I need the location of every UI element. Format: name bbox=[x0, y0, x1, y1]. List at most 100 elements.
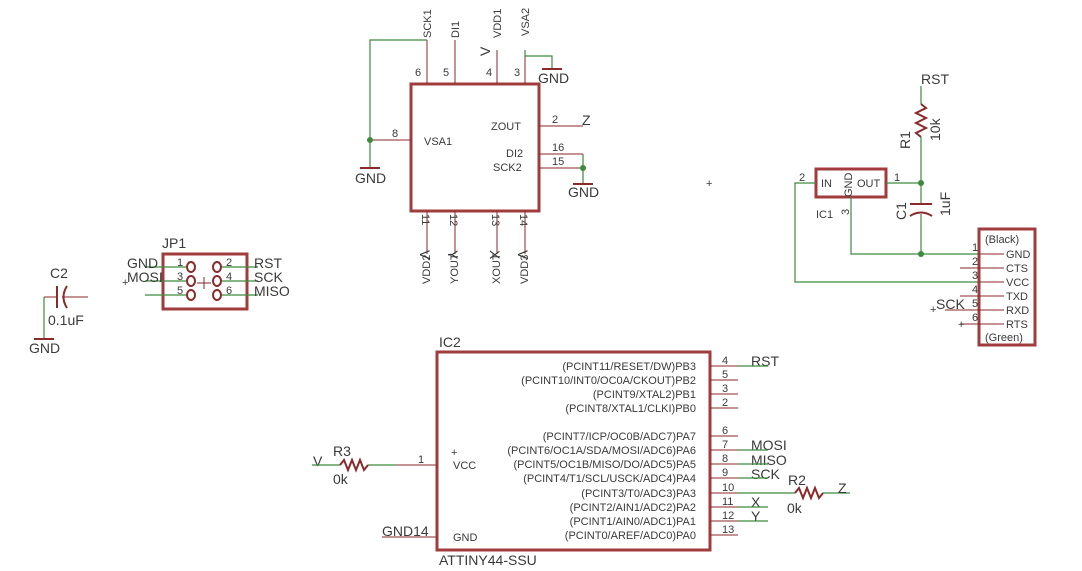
vsa1-gnd-net bbox=[369, 39, 427, 167]
ic2-gnd14-label: GND14 bbox=[382, 523, 429, 539]
ftdi-pin-num-6: 6 bbox=[972, 312, 978, 324]
gnd-net bbox=[850, 197, 980, 255]
vsa1-net-vsa2: VSA2 bbox=[520, 8, 532, 36]
jp1-header[interactable]: JP1 1 2 3 4 5 6 GND MOSI + RST SCK MISO bbox=[122, 235, 290, 311]
vsa1-pin-num-8: 8 bbox=[392, 128, 398, 140]
ftdi-plus-mark-2: + bbox=[958, 319, 964, 331]
vsa1-pin-num-2: 2 bbox=[552, 114, 558, 126]
ic2-name: IC2 bbox=[439, 334, 461, 350]
ic2-pin-number: 12 bbox=[722, 510, 734, 522]
ic2-gnd-label: GND bbox=[453, 532, 478, 544]
jp1-pin-num-4: 4 bbox=[226, 271, 232, 283]
vsa1-pin-num-16: 16 bbox=[552, 142, 564, 154]
ftdi-connector-body[interactable] bbox=[977, 227, 1037, 347]
r2-z-label: Z bbox=[838, 480, 847, 496]
vsa1-gnd-label-left: GND bbox=[355, 170, 386, 186]
ic2-pin-label: (PCINT9/XTAL2)PB1 bbox=[593, 389, 696, 401]
ic2-vcc-label: VCC bbox=[453, 460, 476, 472]
r2-name: R2 bbox=[788, 472, 806, 488]
jp1-pin-num-2: 2 bbox=[226, 257, 232, 269]
ic2-pin-label: (PCINT2/AIN1/ADC2)PA2 bbox=[570, 502, 696, 514]
vsa1-body[interactable] bbox=[409, 82, 541, 213]
ic2-rst-label: RST bbox=[751, 353, 779, 369]
r3-v-label: V bbox=[313, 453, 323, 469]
jp1-mosi-label: MOSI bbox=[127, 269, 163, 285]
ic1-out-label: OUT bbox=[857, 178, 881, 190]
vsa1-pin-num-6: 6 bbox=[415, 67, 421, 79]
c2-component[interactable]: C2 0.1uF GND bbox=[29, 265, 88, 356]
vcc-net bbox=[794, 182, 980, 283]
ic2-pin-num-1: 1 bbox=[418, 454, 424, 466]
ic2-component[interactable]: IC2 ATTINY44-SSU VCC GND + 1 GND14 (PCIN… bbox=[382, 334, 787, 568]
jp1-pin-pads bbox=[186, 261, 222, 301]
ftdi-sck-label: SCK bbox=[936, 296, 965, 312]
ic2-mosi-label: MOSI bbox=[751, 437, 787, 453]
ic2-pin-number: 10 bbox=[722, 482, 734, 494]
ftdi-label-vcc: VCC bbox=[1006, 277, 1029, 289]
r3-component[interactable]: V R3 0k bbox=[312, 443, 396, 487]
ic2-pin-number: 7 bbox=[722, 439, 728, 451]
ic2-pin-label: (PCINT7/ICP/OC0B/ADC7)PA7 bbox=[543, 431, 696, 443]
ftdi-pin-num-3: 3 bbox=[972, 270, 978, 282]
ic2-pin-label: (PCINT4/T1/SCL/USCK/ADC4)PA4 bbox=[523, 473, 696, 485]
c2-gnd-label: GND bbox=[29, 340, 60, 356]
ic2-pin-number: 13 bbox=[722, 524, 734, 536]
vsa1-gnd-label-right: GND bbox=[568, 184, 599, 200]
vsa1-di2-label: DI2 bbox=[506, 148, 523, 160]
r2-resistor[interactable] bbox=[794, 485, 824, 501]
jp1-gnd-label: GND bbox=[127, 255, 158, 271]
ic2-part: ATTINY44-SSU bbox=[439, 552, 537, 568]
vsa1-pin-num-14: 14 bbox=[517, 214, 529, 226]
vsa1-pin-num-3: 3 bbox=[514, 67, 520, 79]
vsa1-pin-num-11: 11 bbox=[419, 214, 431, 225]
vsa1-x-symbol: X bbox=[487, 250, 503, 260]
jp1-name: JP1 bbox=[162, 235, 186, 251]
ic2-pin-label: (PCINT5/OC1B/MISO/DO/ADC5)PA5 bbox=[513, 459, 696, 471]
ic2-pin-number: 4 bbox=[722, 355, 728, 367]
ftdi-pin-num-5: 5 bbox=[972, 298, 978, 310]
ic2-pin-label: (PCINT11/RESET/DW)PB3 bbox=[562, 361, 696, 373]
jp1-pin-num-5: 5 bbox=[177, 285, 183, 297]
ic2-pin-number: 11 bbox=[722, 496, 733, 508]
r2-component[interactable]: R2 0k Z bbox=[738, 472, 850, 516]
vsa1-net-sck1: SCK1 bbox=[422, 9, 434, 38]
jp1-plus-mark: + bbox=[122, 277, 128, 289]
vsa1-component[interactable]: VSA1 ZOUT DI2 SCK2 6 5 4 3 SCK1 DI1 VDD1… bbox=[355, 8, 599, 284]
ftdi-pin-num-4: 4 bbox=[972, 284, 978, 296]
ic2-plus-mark: + bbox=[451, 447, 457, 459]
c1-name: C1 bbox=[893, 202, 909, 220]
vsa1-v-symbol: V bbox=[477, 46, 493, 56]
ic2-pin-label: (PCINT8/XTAL1/CLKI)PB0 bbox=[565, 403, 696, 415]
vsa1-net-vdd1: VDD1 bbox=[492, 9, 504, 38]
jp1-pin-num-3: 3 bbox=[177, 271, 183, 283]
jp1-rst-label: RST bbox=[254, 255, 282, 271]
ic2-pin-number: 5 bbox=[722, 369, 728, 381]
ftdi-connector[interactable]: (Black) (Green) GND CTS VCC TXD RXD RTS … bbox=[930, 227, 1037, 347]
ic2-sck-label: SCK bbox=[751, 466, 780, 482]
ic1-name: IC1 bbox=[816, 209, 833, 221]
ftdi-plus-mark: + bbox=[930, 304, 936, 316]
vsa1-sck2-label: SCK2 bbox=[493, 162, 522, 174]
ftdi-top-label: (Black) bbox=[985, 234, 1019, 246]
c2-value: 0.1uF bbox=[48, 312, 84, 328]
regulator-section[interactable]: RST R1 10k IN OUT GND IC1 2 1 3 C1 1uF bbox=[794, 71, 980, 283]
ftdi-label-gnd: GND bbox=[1006, 249, 1031, 261]
vsa1-v-symbol-b1: V bbox=[417, 250, 433, 260]
vsa1-pin-num-4: 4 bbox=[486, 67, 492, 79]
origin-marker: + bbox=[706, 178, 712, 190]
r3-resistor[interactable] bbox=[339, 457, 369, 473]
vsa1-zout-label: ZOUT bbox=[491, 121, 521, 133]
vsa1-pin-num-13: 13 bbox=[489, 214, 501, 226]
ic1-in-label: IN bbox=[821, 178, 832, 190]
r2-value: 0k bbox=[787, 500, 803, 516]
vsa1-name: VSA1 bbox=[424, 136, 452, 148]
r1-resistor[interactable] bbox=[913, 103, 929, 138]
ic2-pin-label: (PCINT10/INT0/OC0A/CKOUT)PB2 bbox=[521, 375, 696, 387]
vsa1-junction-right bbox=[580, 165, 586, 171]
ic2-body[interactable] bbox=[435, 350, 712, 552]
ic2-x-label: X bbox=[751, 494, 761, 510]
r1-name: R1 bbox=[897, 131, 913, 149]
vsa1-net-yout: YOUT bbox=[449, 253, 461, 284]
ic2-y-label: Y bbox=[751, 508, 761, 524]
